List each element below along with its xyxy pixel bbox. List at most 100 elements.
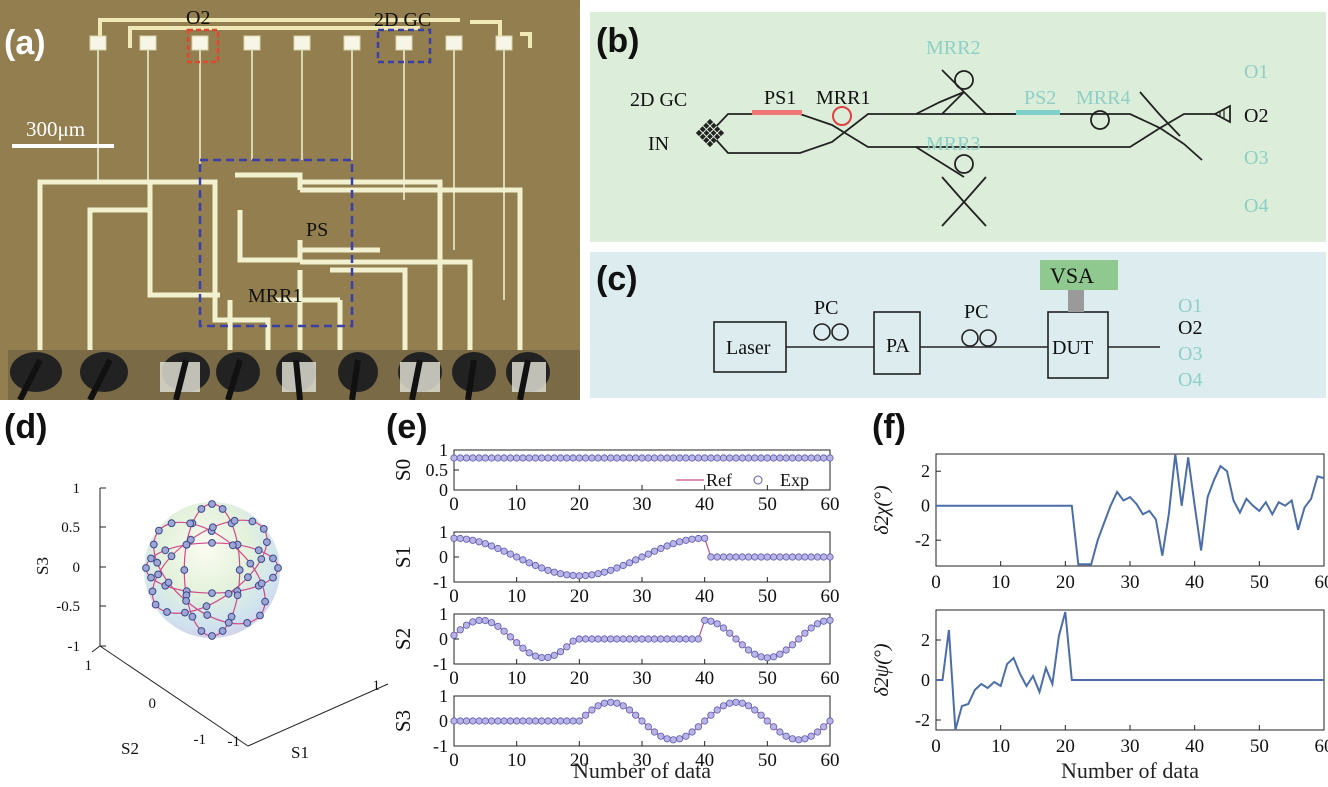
stokes-exp-point xyxy=(488,543,494,549)
sphere-data-point xyxy=(249,518,256,525)
stokes-xtick-label: 30 xyxy=(633,494,652,515)
stokes-exp-point xyxy=(752,651,758,657)
sphere-data-point xyxy=(143,565,150,572)
stokes-exp-point xyxy=(814,621,820,627)
sphere-data-point xyxy=(204,612,211,619)
stokes-exp-point xyxy=(796,737,802,743)
sphere-data-point xyxy=(165,579,172,586)
stokes-exp-point xyxy=(658,545,664,551)
stokes-exp-point xyxy=(821,724,827,730)
sphere-data-point xyxy=(150,541,157,548)
stokes-exp-point xyxy=(507,634,513,640)
stokes-exp-point xyxy=(676,539,682,545)
stokes-ytick-label: 1 xyxy=(439,686,448,706)
sphere-data-point xyxy=(219,628,226,635)
stokes-exp-point xyxy=(470,537,476,543)
label-in: IN xyxy=(648,133,669,155)
stokes-exp-point xyxy=(545,718,551,724)
sphere-data-point xyxy=(255,547,262,554)
chip-micrograph: O2 2D GC 300μm PS MRR1 xyxy=(0,0,580,400)
dev-xlabel: Number of data xyxy=(1061,758,1199,782)
stokes-exp-point xyxy=(808,554,814,560)
stokes-exp-point xyxy=(645,455,651,461)
dev-xtick-label: 10 xyxy=(991,736,1010,757)
sphere-data-point xyxy=(231,517,238,524)
stokes-exp-point xyxy=(470,619,476,625)
stokes-exp-point xyxy=(564,455,570,461)
stokes-exp-point xyxy=(727,554,733,560)
stokes-exp-point xyxy=(727,455,733,461)
stokes-exp-point xyxy=(570,638,576,644)
stokes-exp-point xyxy=(507,455,513,461)
dev-ytick-label: 0 xyxy=(921,496,930,516)
sphere-data-point xyxy=(189,613,196,620)
stokes-exp-point xyxy=(457,535,463,541)
stokes-exp-point xyxy=(651,455,657,461)
sphere-data-point xyxy=(245,574,252,581)
stokes-ytick-label: 0 xyxy=(439,547,448,567)
stokes-xtick-label: 10 xyxy=(507,668,526,689)
stokes-exp-point xyxy=(683,636,689,642)
stokes-exp-point xyxy=(664,636,670,642)
dev-xtick-label: 40 xyxy=(1185,572,1204,593)
sphere-data-point xyxy=(156,527,163,534)
stokes-exp-point xyxy=(608,455,614,461)
label-vsa: VSA xyxy=(1050,263,1094,288)
stokes-exp-point xyxy=(802,736,808,742)
stokes-exp-point xyxy=(582,636,588,642)
stokes-exp-point xyxy=(720,625,726,631)
stokes-xtick-label: 60 xyxy=(821,494,840,515)
stokes-exp-point xyxy=(683,455,689,461)
stokes-exp-point xyxy=(796,554,802,560)
stokes-exp-point xyxy=(676,455,682,461)
stokes-exp-point xyxy=(620,455,626,461)
dev-xtick-label: 50 xyxy=(1250,736,1269,757)
stokes-ylabel-S1: S1 xyxy=(391,546,415,568)
stokes-exp-point xyxy=(702,535,708,541)
label-mrr1: MRR1 xyxy=(248,285,302,307)
sphere-data-point xyxy=(257,612,264,619)
stokes-exp-point xyxy=(495,623,501,629)
stokes-exp-point xyxy=(758,554,764,560)
stokes-exp-point xyxy=(620,562,626,568)
s3-tick-neg1: -1 xyxy=(68,639,81,655)
stokes-exp-point xyxy=(595,455,601,461)
stokes-exp-point xyxy=(639,718,645,724)
stokes-exp-point xyxy=(796,455,802,461)
stokes-exp-point xyxy=(802,630,808,636)
stokes-exp-point xyxy=(608,699,614,705)
setup-background xyxy=(590,252,1326,398)
ps2-heater xyxy=(1016,110,1060,115)
stokes-exp-point xyxy=(451,455,457,461)
label-ps2: PS2 xyxy=(1024,87,1056,109)
stokes-exp-point xyxy=(557,455,563,461)
sphere-data-point xyxy=(187,536,194,543)
sphere-data-point xyxy=(148,574,155,581)
stokes-exp-point xyxy=(733,554,739,560)
stokes-exp-point xyxy=(670,737,676,743)
stokes-exp-point xyxy=(783,455,789,461)
stokes-ytick-label: 0 xyxy=(439,711,448,731)
stokes-exp-point xyxy=(689,729,695,735)
stokes-exp-point xyxy=(457,627,463,633)
stokes-ytick-label: 1 xyxy=(439,604,448,624)
stokes-exp-point xyxy=(670,455,676,461)
label-mrr4: MRR4 xyxy=(1076,87,1130,109)
stokes-exp-point xyxy=(595,571,601,577)
sphere-data-point xyxy=(198,628,205,635)
stokes-exp-point xyxy=(608,567,614,573)
stokes-exp-point xyxy=(595,636,601,642)
stokes-xtick-label: 40 xyxy=(695,668,714,689)
scale-label: 300μm xyxy=(26,117,85,141)
stokes-exp-point xyxy=(777,651,783,657)
dev-xtick-label: 10 xyxy=(991,572,1010,593)
label-ps: PS xyxy=(306,219,328,241)
stokes-exp-point xyxy=(777,554,783,560)
stokes-exp-point xyxy=(482,617,488,623)
stokes-exp-point xyxy=(777,729,783,735)
stokes-xtick-label: 50 xyxy=(758,668,777,689)
sphere-data-point xyxy=(154,559,161,566)
stokes-exp-point xyxy=(689,455,695,461)
stokes-exp-point xyxy=(783,554,789,560)
stokes-exp-point xyxy=(633,636,639,642)
